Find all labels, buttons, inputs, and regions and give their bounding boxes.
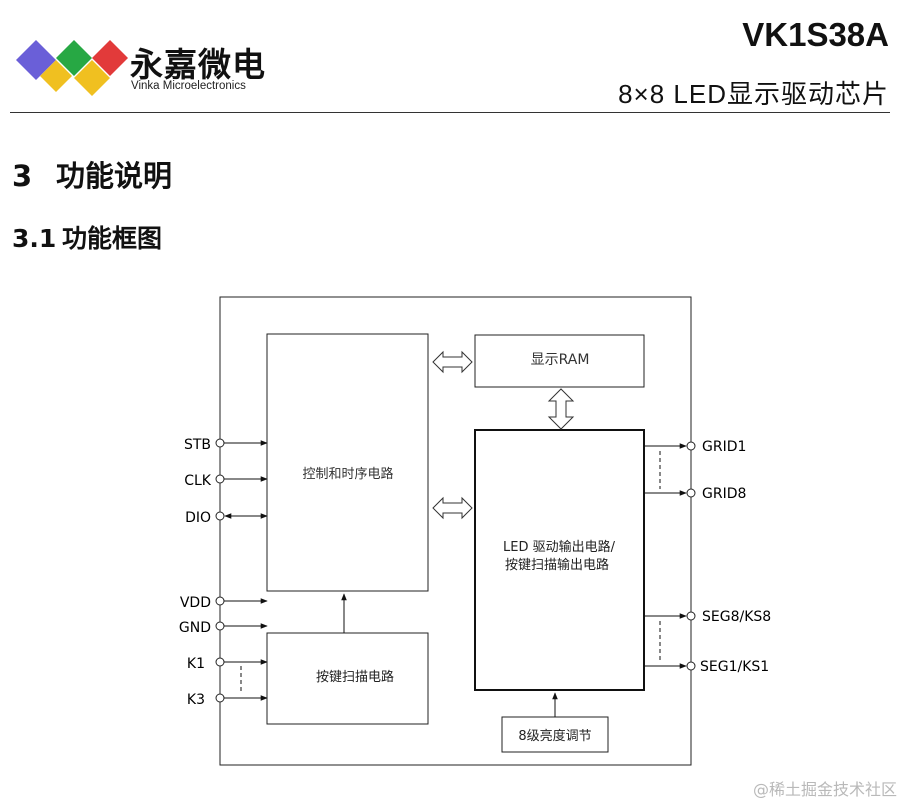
section-heading: 3 功能说明 xyxy=(12,153,172,195)
pin-grid1: GRID1 xyxy=(644,439,746,455)
logo-diamond-red xyxy=(92,40,128,76)
pin-stb-label: STB xyxy=(184,437,211,453)
pin-stb: STB xyxy=(184,437,268,453)
pin-dio: DIO xyxy=(185,510,268,526)
brand-name-en: Vinka Microelectronics xyxy=(131,80,246,92)
logo-diamond-yellow-2 xyxy=(74,60,110,96)
pin-grid1-label: GRID1 xyxy=(702,439,746,455)
control-timing-label: 控制和时序电路 xyxy=(302,466,393,482)
pin-seg1-label: SEG1/KS1 xyxy=(700,659,769,675)
pin-seg1: SEG1/KS1 xyxy=(644,659,769,675)
pin-k3: K3 xyxy=(187,692,268,708)
watermark: @稀土掘金技术社区 xyxy=(752,780,897,799)
control-timing-block xyxy=(266,333,429,592)
pin-gnd: GND xyxy=(179,620,268,636)
led-driver-label-line2: 按键扫描输出电路 xyxy=(505,557,609,573)
control-driver-double-arrow-icon xyxy=(432,496,473,520)
ram-driver-double-arrow-icon xyxy=(547,388,575,430)
section-title: 功能说明 xyxy=(56,159,173,193)
header-divider xyxy=(10,112,890,113)
display-ram-block xyxy=(474,334,645,388)
led-driver-block xyxy=(474,429,645,691)
pin-k1-label: K1 xyxy=(187,656,205,672)
pin-vdd: VDD xyxy=(180,595,268,611)
pin-gnd-label: GND xyxy=(179,620,211,636)
pin-k1: K1 xyxy=(187,656,268,672)
pin-clk: CLK xyxy=(184,473,268,489)
subsection-number: 3.1 xyxy=(12,224,57,253)
pin-clk-label: CLK xyxy=(184,473,212,489)
pin-seg8: SEG8/KS8 xyxy=(644,609,771,625)
logo-diamond-green xyxy=(56,40,92,76)
key-scan-label: 按键扫描电路 xyxy=(316,669,394,685)
vinka-logo-icon xyxy=(16,40,128,96)
subsection-title: 功能框图 xyxy=(62,224,163,253)
pin-grid8-label: GRID8 xyxy=(702,486,746,502)
section-number: 3 xyxy=(12,159,33,193)
pin-grid8: GRID8 xyxy=(644,486,746,502)
brand-name-cn: 永嘉微电 xyxy=(130,45,266,84)
logo-diamond-yellow xyxy=(40,60,72,92)
part-subtitle: 8×8 LED显示驱动芯片 xyxy=(618,79,889,109)
pin-k3-label: K3 xyxy=(187,692,205,708)
chip-outline xyxy=(219,296,692,766)
control-ram-double-arrow-icon xyxy=(432,350,473,374)
display-ram-label: 显示RAM xyxy=(531,352,590,368)
pin-dio-label: DIO xyxy=(185,510,211,526)
brightness-label: 8级亮度调节 xyxy=(518,728,591,744)
pin-vdd-label: VDD xyxy=(180,595,211,611)
key-scan-block xyxy=(266,632,429,725)
led-driver-label-line1: LED 驱动输出电路/ xyxy=(503,539,616,555)
pin-seg8-label: SEG8/KS8 xyxy=(702,609,771,625)
part-number: VK1S38A xyxy=(742,16,889,53)
